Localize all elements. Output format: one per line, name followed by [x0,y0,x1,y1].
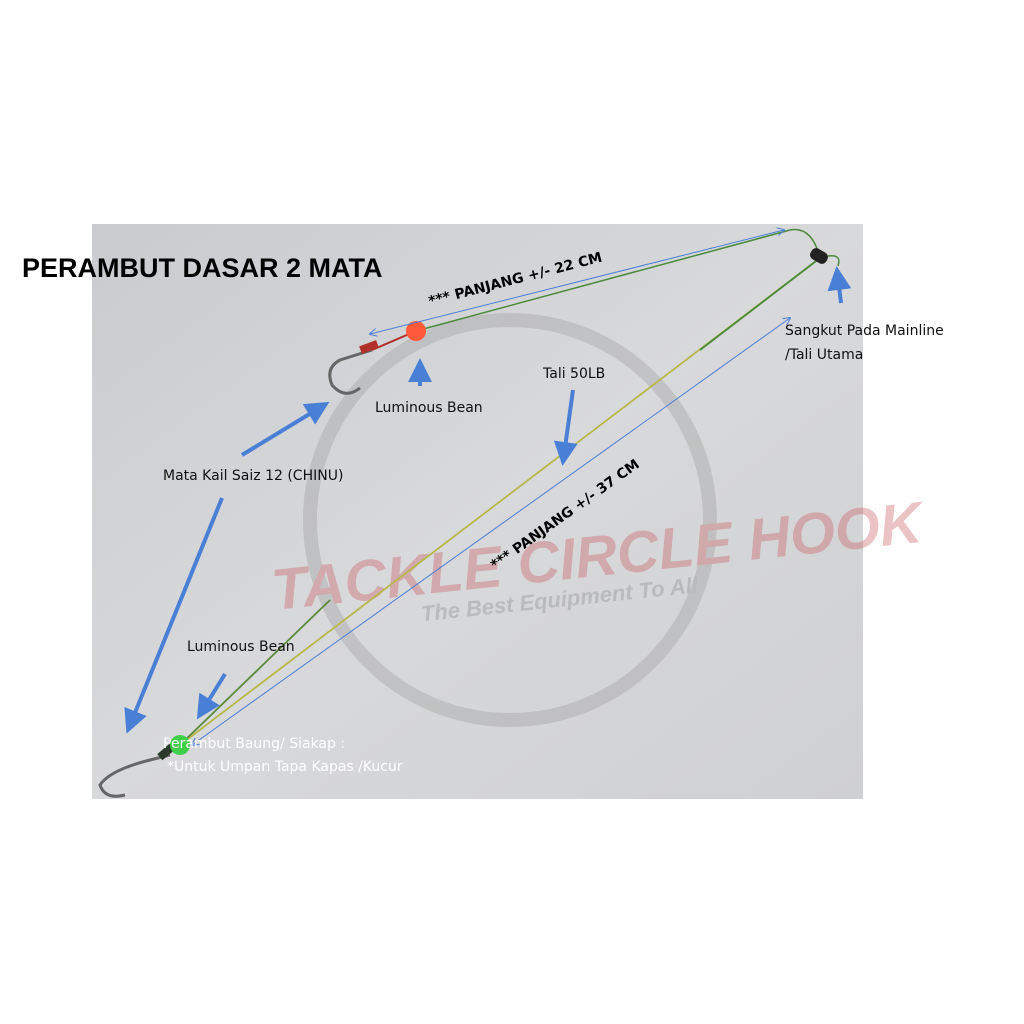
arrow-hook-bottom [124,497,224,734]
arrow-bean-bottom [196,672,227,720]
dimension-arrow-long [192,318,790,745]
bead-bottom [170,735,190,755]
note-label-2: *Untuk Umpan Tapa Kapas /Kucur [167,759,403,775]
page-title: PERAMBUT DASAR 2 MATA [22,253,383,283]
hook-label: Mata Kail Saiz 12 (CHINU) [163,468,343,484]
arrow-hook-top [240,401,330,457]
mainline-label-2: /Tali Utama [785,347,863,363]
note-label-1: Perambut Baung/ Siakap : [163,736,345,752]
swivel-knot [810,248,828,264]
dimension-arrow-top [370,230,784,334]
bean-bottom-label: Luminous Bean [187,639,295,655]
mainline-label-1: Sangkut Pada Mainline [785,323,944,339]
line-label: Tali 50LB [542,366,605,382]
hook-bottom-icon [98,753,171,798]
arrow-line [553,389,578,466]
bean-top-label: Luminous Bean [375,400,483,416]
arrow-mainline [827,266,852,304]
